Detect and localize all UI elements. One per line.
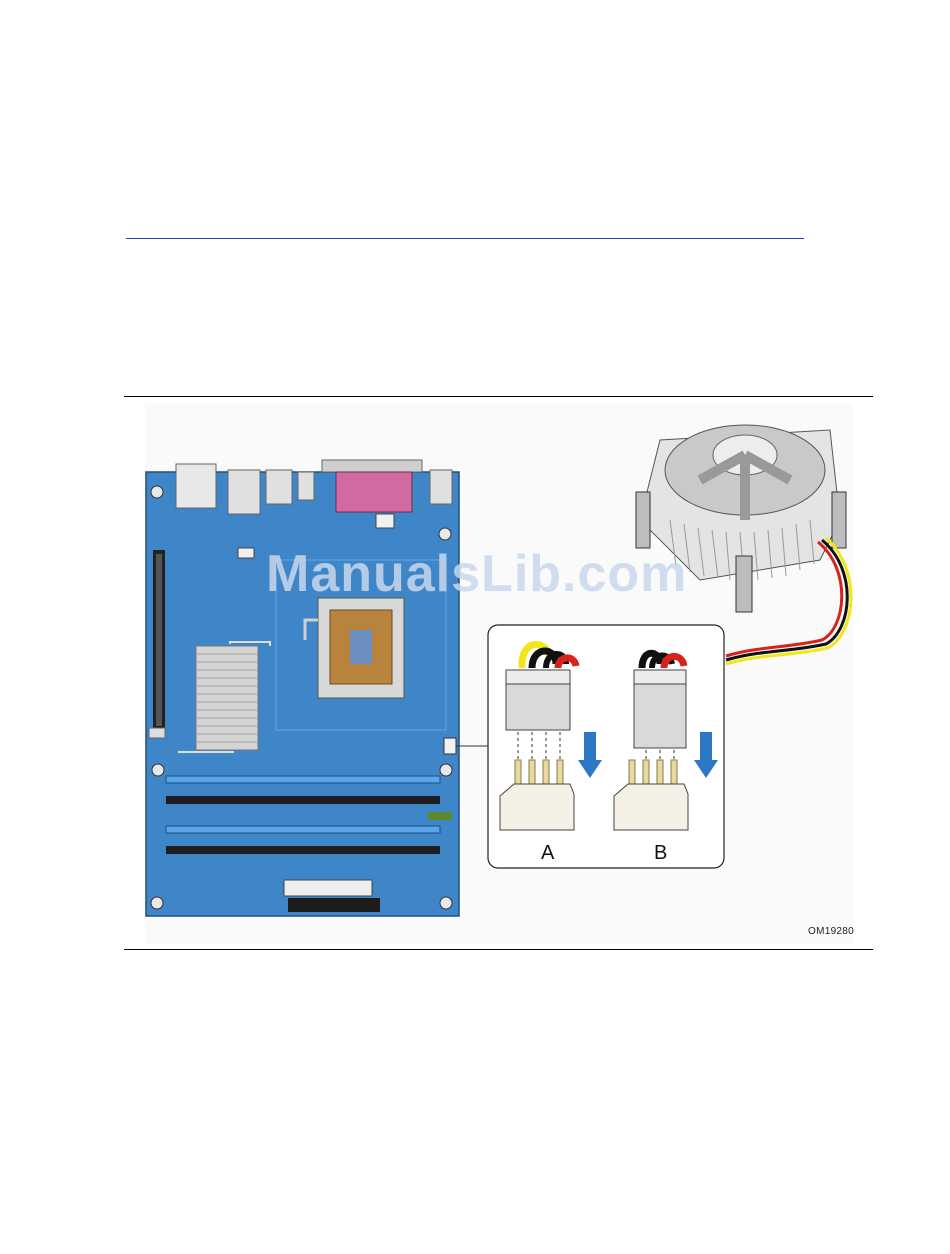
watermark-text: ManualsLib.com — [266, 544, 687, 604]
connector-a-label: A — [541, 842, 554, 865]
motherboard — [146, 460, 459, 916]
figure-id-label: OM19280 — [808, 926, 854, 937]
connector-b-label: B — [654, 842, 667, 865]
